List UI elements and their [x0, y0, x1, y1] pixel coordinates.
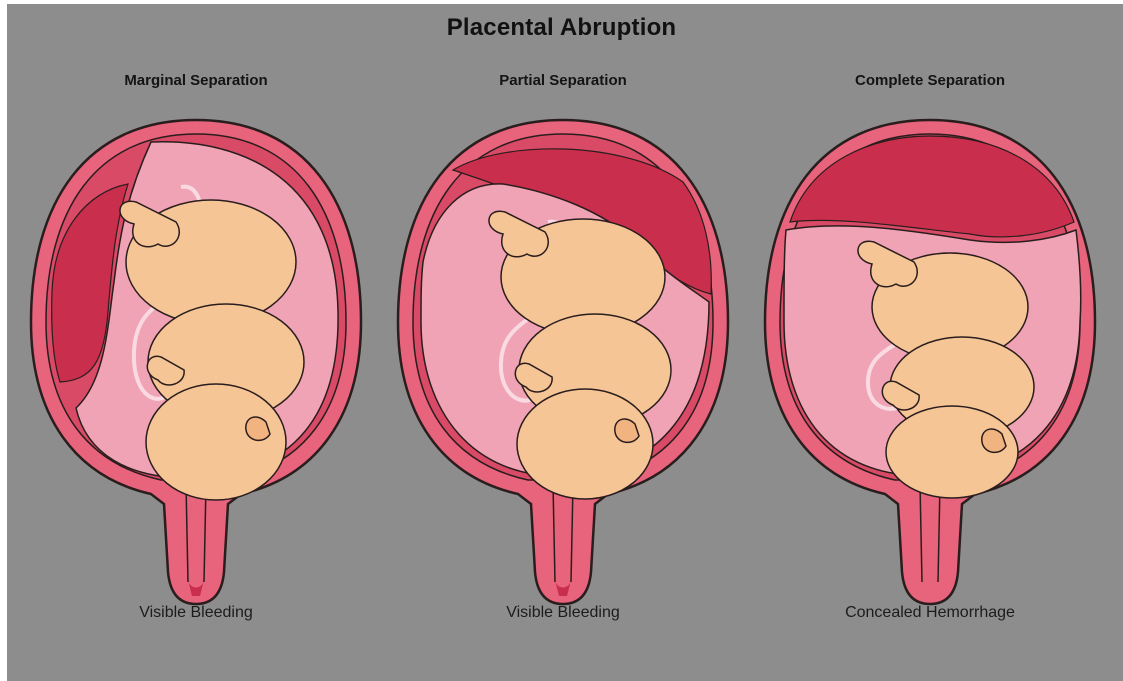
heading-complete-separation: Complete Separation	[780, 72, 1080, 89]
caption-complete: Concealed Hemorrhage	[780, 604, 1080, 622]
heading-marginal-separation: Marginal Separation	[46, 72, 346, 89]
diagram-title: Placental Abruption	[0, 14, 1123, 42]
caption-partial: Visible Bleeding	[413, 604, 713, 622]
uterus-illustration-marginal	[16, 112, 376, 612]
caption-marginal: Visible Bleeding	[46, 604, 346, 622]
uterus-illustration-complete	[750, 112, 1110, 612]
heading-partial-separation: Partial Separation	[413, 72, 713, 89]
uterus-illustration-partial	[383, 112, 743, 612]
